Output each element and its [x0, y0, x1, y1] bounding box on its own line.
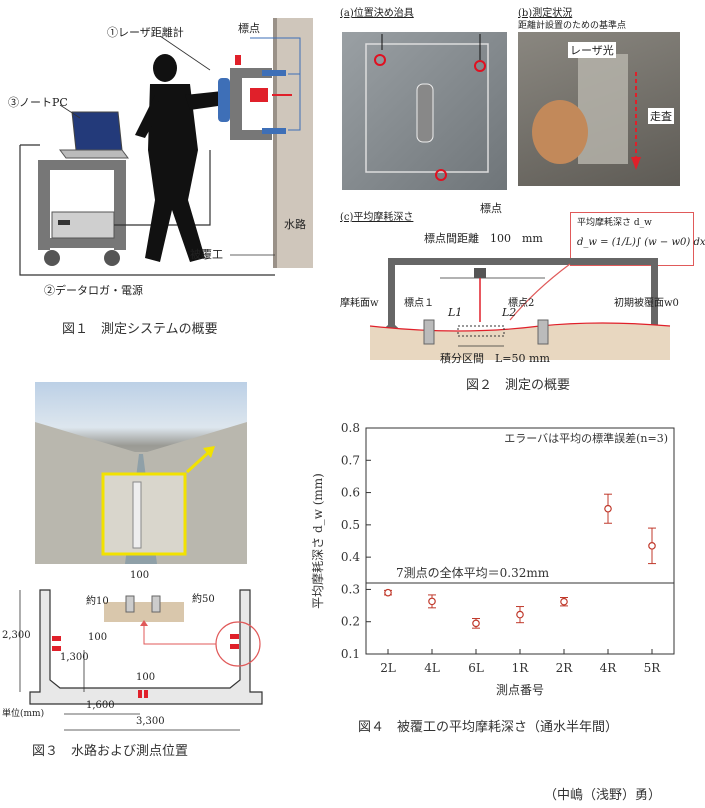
fig3-dim-10: 約10 — [86, 596, 109, 607]
x-tick-label: 6L — [468, 661, 484, 675]
y-tick-label: 0.2 — [341, 615, 360, 629]
fig3-dim-1600: 1,600 — [86, 700, 115, 711]
fig1-laser-label: ①レーザ距離計 — [107, 26, 184, 39]
fig2-spacing-label: 標点間距離 100 mm — [424, 232, 543, 245]
fig3-dim-100-bottom: 100 — [136, 672, 156, 683]
data-point-4R — [604, 504, 612, 513]
channel-section-diagram — [19, 589, 263, 731]
fig3-dim-100-side: 100 — [88, 632, 108, 643]
data-point-6L — [472, 619, 480, 628]
data-point-4L — [428, 597, 436, 606]
error-bar-note: エラーバは平均の標準誤差(n=3) — [504, 431, 668, 445]
y-axis-label: 平均摩耗深さ d_w (mm) — [310, 473, 325, 609]
formula-box: 平均摩耗深さ d_w d_w = (1/L)∫ (w − w0) dx — [570, 212, 705, 266]
fig2-interval-label: 積分区間 L=50 mm — [440, 352, 550, 365]
figure-1: ①レーザ距離計 標点 ③ノートPC 水路 被覆工 ②データロガ・電源 図１ 測定… — [0, 0, 340, 340]
fig2-c-title: (c)平均摩耗深さ — [340, 212, 414, 223]
fig2-b-title: (b)測定状況 — [518, 8, 573, 19]
fig3-unit-label: 単位(mm) — [2, 709, 45, 719]
fig2-marker2-label: 標点2 — [508, 298, 535, 309]
fig2-caption: 図２ 測定の概要 — [466, 378, 571, 393]
data-point-5R — [648, 542, 656, 550]
fig2-a-title: (a)位置決め治具 — [340, 8, 414, 19]
fig4-caption: 図４ 被覆工の平均摩耗深さ（通水半年間） — [358, 720, 619, 735]
fig4-author: （中嶋（浅野）勇） — [544, 788, 662, 803]
y-tick-label: 0.7 — [341, 453, 360, 467]
fig3-dim-2300: 2,300 — [2, 630, 31, 641]
wear-depth-chart: 0.1 0.2 0.3 0.4 0.5 0.6 0.7 0.8 2L 4L 6L 1R 2R 4R 5R 7測… — [310, 421, 675, 697]
fig2-L2: L2 — [502, 306, 517, 319]
x-tick-label: 2L — [380, 661, 396, 675]
y-tick-label: 0.8 — [341, 421, 360, 435]
fig3-dim-50: 約50 — [192, 594, 215, 605]
fig1-logger-label: ②データロガ・電源 — [44, 284, 143, 297]
positioning-jig-photo — [342, 32, 507, 190]
x-tick-label: 4R — [600, 661, 618, 675]
mean-label: 7測点の全体平均＝0.32mm — [396, 565, 550, 580]
fig1-pc-label: ③ノートPC — [8, 96, 68, 109]
figure-4: 0.1 0.2 0.3 0.4 0.5 0.6 0.7 0.8 2L 4L 6L 1R 2R 4R 5R 7測… — [300, 412, 705, 808]
figure-3: 100 約10 約50 2,300 1,300 100 100 単位(mm) 1… — [0, 380, 300, 808]
fig1-marker-label: 標点 — [238, 22, 260, 35]
x-tick-label: 5R — [644, 661, 662, 675]
fig3-dim-1300: 1,300 — [60, 652, 89, 663]
formula-title: 平均摩耗深さ d_w — [577, 218, 652, 228]
fig3-dim-3300: 3,300 — [136, 716, 165, 727]
formula: d_w = (1/L)∫ (w − w0) dx — [577, 237, 705, 248]
fig3-dim-100-top: 100 — [130, 570, 150, 581]
y-tick-label: 0.3 — [341, 582, 360, 596]
x-tick-label: 4L — [424, 661, 440, 675]
y-tick-label: 0.5 — [341, 518, 360, 532]
wear-depth-diagram — [369, 258, 671, 360]
fig2-marker1-label: 標点１ — [404, 298, 434, 309]
y-tick-label: 0.1 — [341, 647, 360, 661]
data-point-1R — [516, 610, 524, 619]
fig1-caption: 図１ 測定システムの概要 — [62, 322, 218, 337]
measurement-system-illustration — [19, 18, 313, 276]
fig2-laser-light-label: レーザ光 — [568, 42, 616, 58]
fig2-scan-label: 走査 — [648, 108, 674, 124]
fig1-channel-label: 水路 — [284, 218, 306, 231]
fig1-lining-label: 被覆工 — [190, 248, 223, 261]
fig2-marker-label: 標点 — [480, 202, 502, 215]
fig2-worn-surface-label: 摩耗面w — [340, 298, 379, 309]
fig2-initial-surface-label: 初期被覆面w0 — [614, 298, 679, 309]
x-tick-label: 2R — [556, 661, 574, 675]
data-point-2L — [384, 588, 392, 597]
y-tick-label: 0.4 — [341, 550, 360, 564]
data-point-2R — [560, 597, 568, 606]
fig2-L1: L1 — [448, 306, 463, 319]
fig2-ref-point-label: 距離計設置のための基準点 — [518, 21, 627, 31]
figure-2: (a)位置決め治具 (b)測定状況 距離計設置のための基準点 レーザ光 走査 標… — [340, 0, 705, 400]
y-tick-label: 0.6 — [341, 486, 360, 500]
fig3-caption: 図３ 水路および測点位置 — [32, 744, 189, 759]
x-tick-label: 1R — [512, 661, 530, 675]
x-axis-label: 測点番号 — [496, 683, 544, 697]
channel-photo — [35, 382, 247, 564]
